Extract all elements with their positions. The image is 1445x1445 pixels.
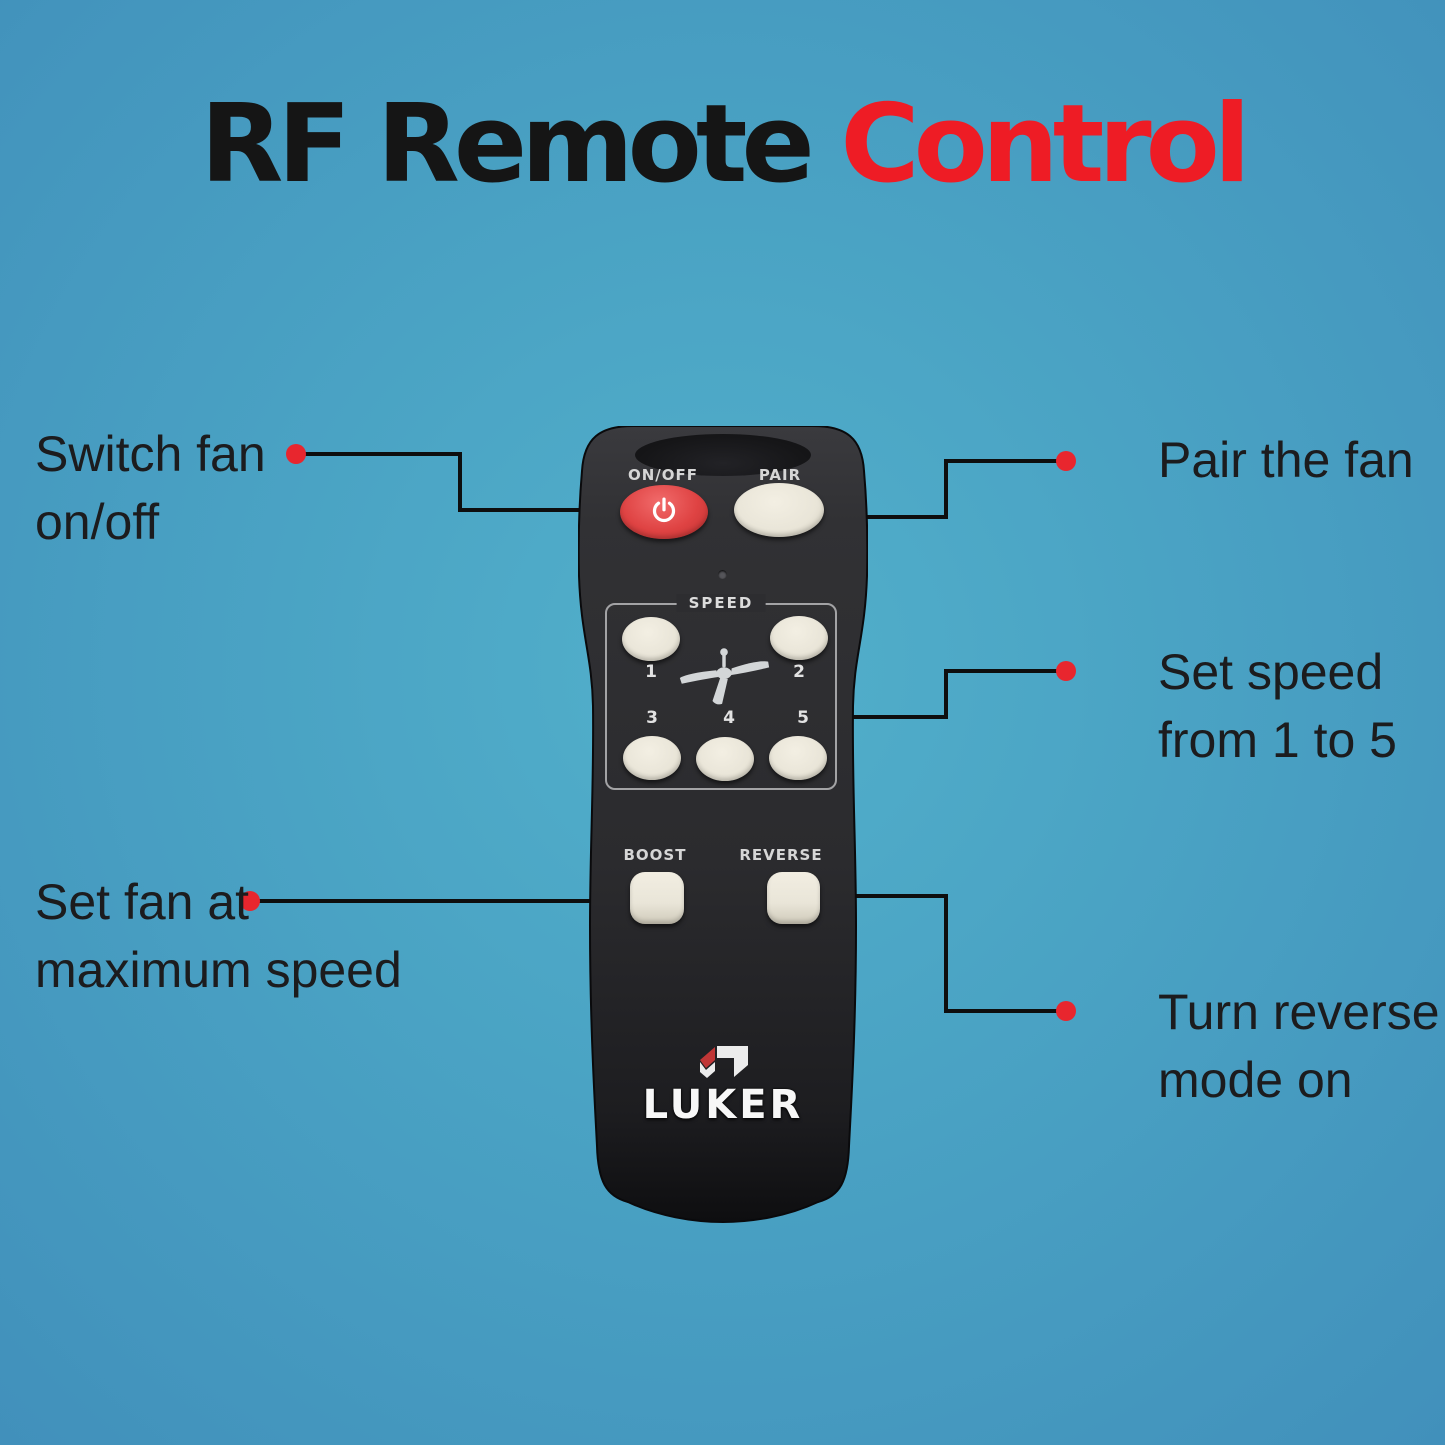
callout-switch-line2: on/off [35, 494, 160, 550]
callout-line-reverse [816, 894, 1066, 1013]
led-indicator [718, 570, 727, 579]
callout-reverse: Turn reverse mode on [1158, 978, 1440, 1114]
callout-line-switch [296, 452, 644, 512]
speed-4-button[interactable] [696, 737, 754, 781]
callout-boost-line1: Set fan at [35, 874, 250, 930]
callout-speed-line1: Set speed [1158, 644, 1384, 700]
callout-boost: Set fan at maximum speed [35, 868, 402, 1004]
remote-control: ON/OFF PAIR SPEED [578, 426, 868, 1238]
callout-line-speed [816, 669, 1066, 719]
pair-button[interactable] [734, 483, 824, 537]
reverse-button[interactable] [767, 872, 820, 924]
ir-window [635, 434, 811, 476]
speed-3-label: 3 [646, 708, 658, 728]
callout-boost-line2: maximum speed [35, 942, 402, 998]
speed-section-label: SPEED [676, 594, 766, 612]
page-title: RF Remote Control [0, 88, 1445, 201]
callout-dot-pair-icon [1056, 451, 1076, 471]
boost-button-label: BOOST [623, 846, 687, 864]
callout-pair-line1: Pair the fan [1158, 432, 1414, 488]
pair-button-label: PAIR [758, 466, 802, 484]
speed-section: SPEED 1 2 3 4 5 [605, 594, 837, 790]
ceiling-fan-icon [679, 648, 770, 705]
callout-switch-fan: Switch fan on/off [35, 420, 266, 556]
reverse-button-label: REVERSE [739, 846, 823, 864]
callout-pair-fan: Pair the fan [1158, 426, 1414, 494]
speed-2-button[interactable] [770, 616, 828, 660]
speed-3-button[interactable] [623, 736, 681, 780]
power-icon [652, 497, 676, 522]
power-button[interactable] [620, 485, 708, 539]
brand-name: LUKER [642, 1082, 804, 1128]
title-black-part: RF Remote [200, 82, 815, 207]
callout-reverse-line2: mode on [1158, 1052, 1353, 1108]
callout-line-pair [816, 459, 1066, 519]
boost-button[interactable] [630, 872, 684, 924]
speed-1-button[interactable] [622, 617, 680, 661]
speed-1-label: 1 [645, 662, 657, 682]
callout-dot-switch-icon [286, 444, 306, 464]
power-button-label: ON/OFF [627, 466, 699, 484]
speed-4-label: 4 [723, 708, 735, 728]
luker-logo-icon [700, 1046, 748, 1078]
callout-reverse-line1: Turn reverse [1158, 984, 1440, 1040]
callout-dot-reverse-icon [1056, 1001, 1076, 1021]
speed-2-label: 2 [793, 662, 805, 682]
callout-set-speed: Set speed from 1 to 5 [1158, 638, 1397, 774]
callout-speed-line2: from 1 to 5 [1158, 712, 1397, 768]
callout-dot-boost-icon [240, 891, 260, 911]
callout-switch-line1: Switch fan [35, 426, 266, 482]
title-red-part: Control [840, 82, 1250, 207]
callout-dot-speed-icon [1056, 661, 1076, 681]
speed-5-button[interactable] [769, 736, 827, 780]
speed-5-label: 5 [797, 708, 809, 728]
